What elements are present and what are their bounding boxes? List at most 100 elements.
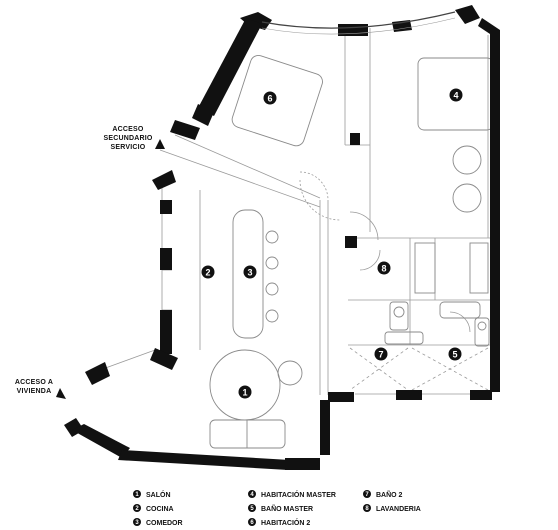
plan-shape: [248, 490, 256, 498]
plan-shape: [439, 301, 481, 319]
plan-shape: [160, 310, 172, 354]
plan-label: VIVIENDA: [17, 388, 52, 395]
plan-shape: [265, 256, 279, 270]
plan-label: 5: [452, 350, 457, 360]
interior-lines: [99, 28, 490, 395]
plan-shape: [363, 490, 371, 498]
plan-shape: [133, 518, 141, 526]
main-access-annotation: ACCESO A VIVIENDA: [15, 379, 66, 399]
plan-shape: [201, 265, 215, 279]
plan-shape: [118, 450, 290, 470]
plan-shape: [411, 347, 489, 391]
plan-shape: [449, 88, 463, 102]
plan-shape: [133, 504, 141, 512]
service-access-annotation: ACCESO SECUNDARIO SERVICIO: [103, 126, 165, 151]
plan-shape: [350, 133, 360, 145]
plan-shape: [469, 242, 489, 294]
plan-shape: [174, 134, 321, 199]
plan-shape: [328, 392, 354, 402]
plan-shape: [243, 265, 257, 279]
plan-label: HABITACIÓN MASTER: [261, 490, 336, 499]
plan-label: BAÑO MASTER: [261, 504, 313, 513]
plan-shape: [261, 17, 456, 35]
plan-label: 4: [250, 492, 254, 498]
plan-shape: [478, 18, 500, 392]
plan-shape: [152, 170, 176, 190]
plan-label: COCINA: [146, 506, 174, 513]
plan-shape: [265, 309, 279, 323]
plan-shape: [455, 5, 480, 24]
plan-shape: [248, 504, 256, 512]
plan-label: LAVANDERIA: [376, 506, 421, 513]
plan-shape: [452, 145, 482, 175]
room-marker-4: 4: [449, 88, 463, 102]
plan-label: ACCESO: [112, 126, 144, 133]
room-number: 1: [242, 388, 247, 398]
plan-shape: [384, 331, 424, 345]
plan-label: ACCESO A: [15, 379, 53, 386]
plan-shape: [470, 390, 492, 400]
plan-label: 4: [453, 91, 458, 101]
plan-shape: [133, 490, 141, 498]
plan-shape: [99, 349, 156, 371]
plan-label: 2: [135, 506, 139, 512]
plan-shape: [389, 301, 409, 331]
plan-shape: [363, 504, 371, 512]
plan-shape: [192, 104, 214, 126]
room-marker-8: 8: [377, 261, 391, 275]
plan-shape: [72, 424, 130, 458]
plan-shape: [170, 120, 200, 140]
plan-shape: [474, 317, 490, 347]
plan-label: 5: [250, 506, 254, 512]
plan-label: 7: [378, 350, 383, 360]
plan-shape: [359, 249, 381, 271]
room-marker-7: 7: [374, 347, 388, 361]
room-marker-1: 1: [238, 385, 252, 399]
plan-shape: [377, 261, 391, 275]
plan-shape: [263, 91, 277, 105]
room-marker-6: 6: [263, 91, 277, 105]
plan-shape: [477, 321, 487, 331]
plan-label: 3: [247, 268, 252, 278]
plan-shape: [209, 349, 281, 421]
plan-label: SERVICIO: [111, 144, 146, 151]
legend-item-2: 2 COCINA: [133, 504, 174, 513]
plan-label: 8: [381, 264, 386, 274]
plan-label: COMEDOR: [146, 520, 183, 527]
legend-item-7: 7 BAÑO 2: [363, 490, 403, 499]
plan-shape: [238, 385, 252, 399]
plan-shape: [374, 347, 388, 361]
plan-shape: [396, 390, 422, 400]
room-marker-5: 5: [448, 347, 462, 361]
plan-shape: [277, 360, 303, 386]
room-marker-2: 2: [201, 265, 215, 279]
plan-label: 6: [267, 94, 272, 104]
plan-label: 2: [205, 268, 210, 278]
plan-label: 6: [250, 520, 254, 526]
sofa: [209, 419, 286, 449]
plan-shape: [320, 400, 330, 455]
plan-shape: [198, 18, 262, 116]
plan-shape: [159, 149, 321, 208]
top-curved-wall: [261, 11, 456, 29]
plan-shape: [349, 211, 379, 241]
plan-shape: [150, 348, 178, 370]
plan-shape: [299, 171, 329, 201]
plan-shape: [265, 230, 279, 244]
arrow-icon: [56, 388, 66, 399]
plan-shape: [265, 282, 279, 296]
plan-label: 7: [365, 492, 369, 498]
room-markers: 1 2 3 4 5 6 7 8: [201, 88, 463, 399]
plan-label: BAÑO 2: [376, 490, 403, 499]
walls: [64, 5, 500, 470]
plan-shape: [248, 518, 256, 526]
bed-room-6: [231, 55, 323, 147]
legend-item-4: 4 HABITACIÓN MASTER: [248, 490, 336, 499]
furniture: [209, 55, 494, 449]
arrow-icon: [155, 139, 165, 149]
